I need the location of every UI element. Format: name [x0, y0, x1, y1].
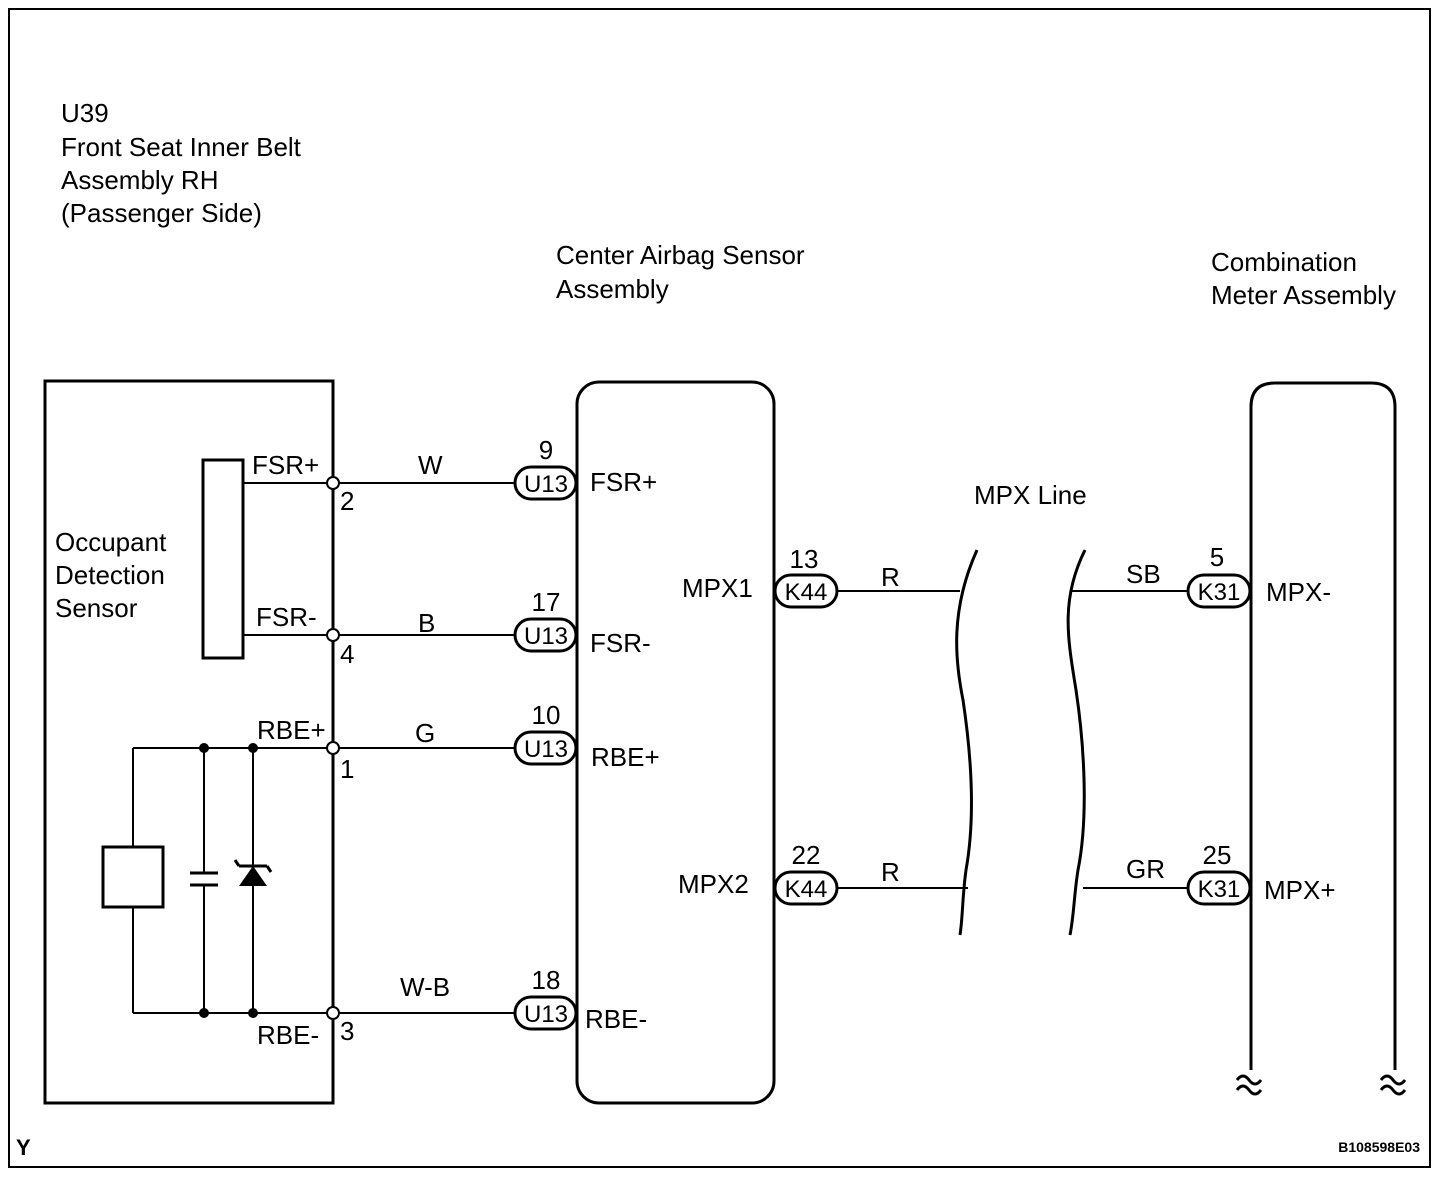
wire-color-b: B [418, 608, 435, 638]
wire-color-w: W [418, 450, 443, 480]
pin-5: 5 [1210, 542, 1224, 572]
occupant-line2: Detection [55, 560, 165, 590]
zener-diode-icon [239, 866, 267, 886]
terminal-rbe-plus-pin: 1 [340, 754, 354, 784]
connector-k44-mpx2: K44 [785, 876, 828, 903]
connector-u13-rbe-plus: U13 [524, 736, 568, 763]
occupant-line1: Occupant [55, 527, 167, 557]
meter-terminal-mpx-plus: MPX+ [1264, 875, 1336, 905]
wire-color-w-b: W-B [400, 972, 450, 1002]
u39-name-line3: (Passenger Side) [61, 198, 262, 228]
airbag-terminal-fsr-plus: FSR+ [590, 467, 657, 497]
left-wires [326, 476, 515, 1020]
mpx-line-label: MPX Line [974, 480, 1087, 510]
center-airbag-line1: Center Airbag Sensor [556, 240, 805, 270]
connector-u13-fsr-minus: U13 [524, 623, 568, 650]
u39-name-line2: Assembly RH [61, 165, 218, 195]
pin-9: 9 [539, 435, 553, 465]
k31-connectors [1186, 573, 1252, 906]
mpx-break-left [955, 549, 979, 936]
terminal-fsr-plus-label: FSR+ [252, 450, 319, 480]
combination-meter-line1: Combination [1211, 247, 1357, 277]
u39-code: U39 [61, 98, 109, 128]
airbag-terminal-mpx2: MPX2 [678, 869, 749, 899]
occupant-line3: Sensor [55, 593, 138, 623]
mpx-wires [837, 549, 1188, 936]
combination-meter-box [1249, 381, 1397, 1070]
mpx-break-right [1066, 549, 1087, 936]
pin-18: 18 [532, 965, 561, 995]
airbag-terminal-rbe-plus: RBE+ [591, 742, 660, 772]
corner-letter: Y [16, 1135, 31, 1160]
occupant-sensor-label: Occupant Detection Sensor [55, 527, 167, 623]
wire-color-r-mpx2: R [881, 857, 900, 887]
pin-13: 13 [790, 544, 819, 574]
continuation-break-icon [1235, 1074, 1407, 1096]
terminal-fsr-plus-pin: 2 [340, 486, 354, 516]
center-airbag-line2: Assembly [556, 274, 669, 304]
u13-connectors [513, 465, 578, 1031]
terminal-fsr-minus-pin: 4 [340, 639, 354, 669]
pin-25: 25 [1203, 840, 1232, 870]
wire-color-sb: SB [1126, 559, 1161, 589]
meter-terminal-mpx-minus: MPX- [1266, 577, 1331, 607]
fsr-resistor [201, 458, 245, 660]
center-airbag-box [575, 380, 776, 1105]
figure-id: B108598E03 [1338, 1139, 1420, 1155]
terminal-fsr-minus-label: FSR- [256, 602, 317, 632]
terminal-rbe-minus-pin: 3 [340, 1016, 354, 1046]
pin-17: 17 [532, 587, 561, 617]
wire-color-r-mpx1: R [881, 562, 900, 592]
rbe-circuit [101, 743, 333, 1018]
u39-name-line1: Front Seat Inner Belt [61, 132, 302, 162]
airbag-terminal-mpx1: MPX1 [682, 573, 753, 603]
connector-k31-mpx-plus: K31 [1198, 876, 1241, 903]
connector-k44-mpx1: K44 [785, 579, 828, 606]
connector-k31-mpx-minus: K31 [1198, 579, 1241, 606]
terminal-rbe-plus-label: RBE+ [257, 715, 326, 745]
u39-title: U39 Front Seat Inner Belt Assembly RH (P… [61, 98, 302, 228]
combination-meter-line2: Meter Assembly [1211, 280, 1396, 310]
wire-color-gr: GR [1126, 854, 1165, 884]
connector-u13-fsr-plus: U13 [524, 471, 568, 498]
pin-10: 10 [532, 700, 561, 730]
terminal-rbe-minus-label: RBE- [257, 1020, 319, 1050]
center-airbag-title: Center Airbag Sensor Assembly [556, 240, 805, 304]
combination-meter-title: Combination Meter Assembly [1211, 247, 1396, 310]
airbag-terminal-fsr-minus: FSR- [590, 628, 651, 658]
switch-element-box [101, 845, 165, 909]
airbag-terminal-rbe-minus: RBE- [585, 1004, 647, 1034]
pin-22: 22 [792, 840, 821, 870]
connector-u13-rbe-minus: U13 [524, 1001, 568, 1028]
outer-frame [8, 8, 1431, 1168]
k44-connectors [773, 573, 839, 906]
wire-color-g: G [415, 718, 435, 748]
